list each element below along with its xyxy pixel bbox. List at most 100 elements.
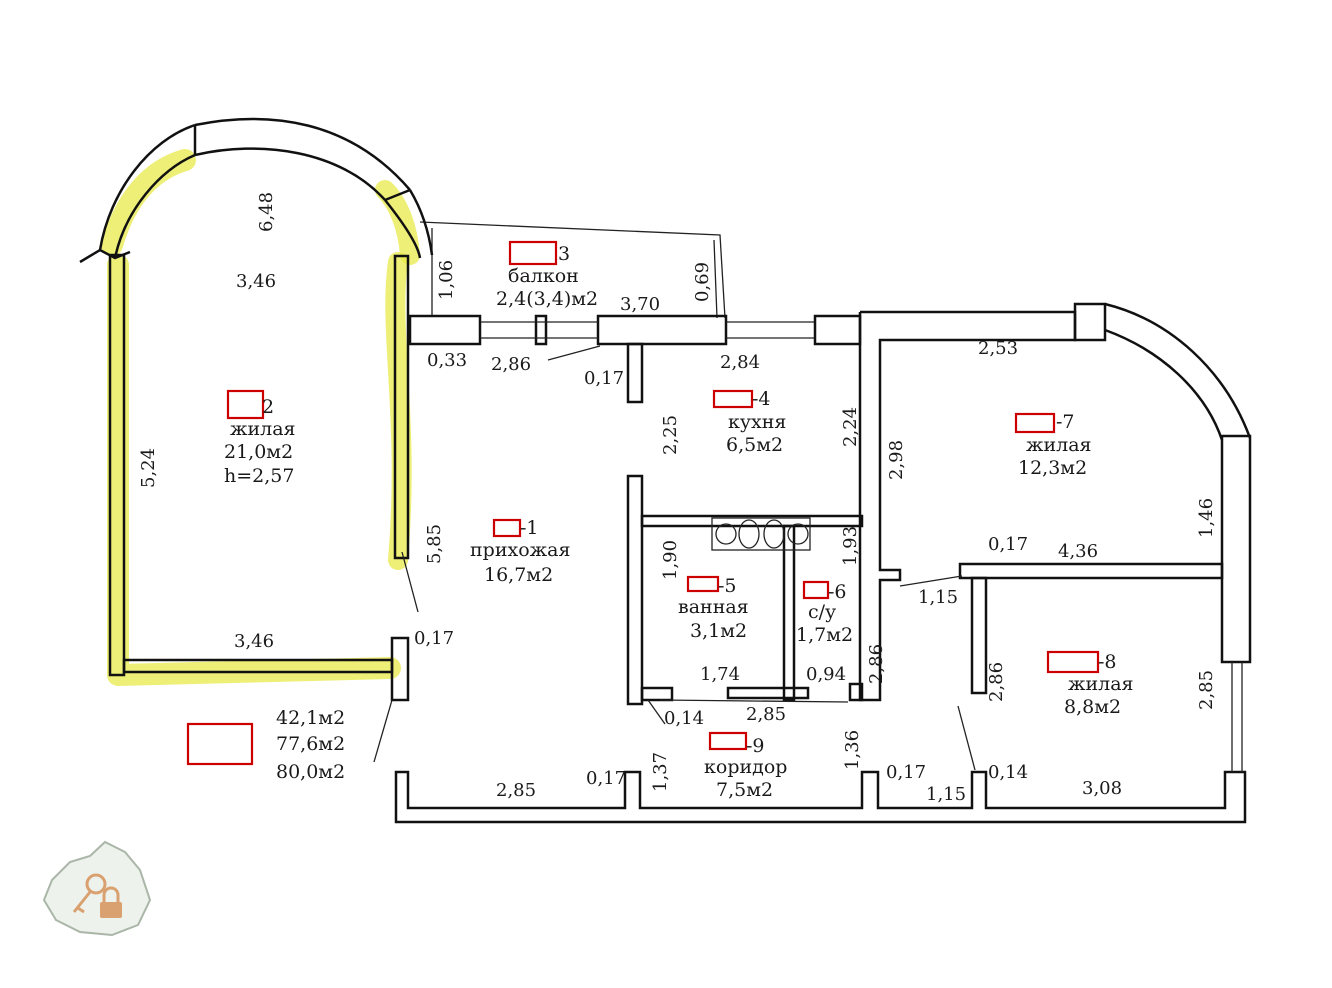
redaction-marker: [226, 389, 265, 420]
svg-text:0,17: 0,17: [584, 368, 624, 389]
svg-text:1,06: 1,06: [436, 260, 457, 300]
svg-text:прихожая: прихожая: [470, 539, 570, 561]
room-7-label: -7 жилая 12,3м2: [1018, 411, 1092, 479]
svg-text:-1: -1: [520, 517, 539, 539]
svg-text:2,85: 2,85: [496, 780, 536, 801]
svg-text:0,14: 0,14: [988, 762, 1028, 783]
redaction-markers: [186, 240, 1100, 766]
svg-text:0,17: 0,17: [988, 534, 1028, 555]
svg-text:0,14: 0,14: [664, 708, 704, 729]
room-3-label: 3 балкон 2,4(3,4)м2: [496, 243, 598, 310]
svg-text:1,7м2: 1,7м2: [796, 624, 853, 646]
svg-text:0,17: 0,17: [586, 768, 626, 789]
svg-text:-7: -7: [1056, 411, 1075, 433]
svg-text:жилая: жилая: [1026, 434, 1092, 456]
svg-text:2,53: 2,53: [978, 338, 1018, 359]
room-5-label: -5 ванная 3,1м2: [678, 575, 749, 642]
svg-text:12,3м2: 12,3м2: [1018, 457, 1087, 479]
svg-text:21,0м2: 21,0м2: [224, 441, 293, 463]
svg-text:0,94: 0,94: [806, 664, 846, 685]
svg-text:2,86: 2,86: [986, 662, 1007, 702]
redaction-marker: [712, 389, 754, 409]
key-icon: [72, 873, 107, 914]
svg-text:42,1м2: 42,1м2: [276, 707, 345, 729]
dimension-labels: 6,48 3,46 1,06 0,69 3,70 0,33 2,86 0,17 …: [138, 192, 1217, 805]
room-2-bay: [79, 117, 434, 264]
svg-text:2,98: 2,98: [886, 440, 907, 480]
room-6-label: -6 с/у 1,7м2: [796, 581, 853, 646]
belarus-map-logo-icon: [42, 840, 152, 937]
leader-lines: [373, 345, 976, 771]
svg-text:жилая: жилая: [230, 418, 296, 440]
svg-text:-4: -4: [752, 388, 771, 410]
svg-text:3,46: 3,46: [236, 271, 276, 292]
redaction-marker: [492, 518, 522, 538]
redaction-marker: [1046, 650, 1100, 674]
svg-text:1,93: 1,93: [840, 526, 861, 566]
svg-text:1,37: 1,37: [650, 752, 671, 792]
room-2-walls: [108, 253, 410, 702]
svg-text:6,48: 6,48: [256, 192, 277, 232]
svg-text:8,8м2: 8,8м2: [1064, 696, 1121, 718]
svg-text:3,70: 3,70: [620, 294, 660, 315]
redaction-marker: [708, 731, 748, 751]
svg-text:2,25: 2,25: [660, 415, 681, 455]
svg-text:77,6м2: 77,6м2: [276, 733, 345, 755]
svg-text:2: 2: [262, 396, 274, 418]
svg-text:2,85: 2,85: [1196, 670, 1217, 710]
svg-text:2,85: 2,85: [746, 704, 786, 725]
svg-text:3,08: 3,08: [1082, 778, 1122, 799]
room-8-label: -8 жилая 8,8м2: [1064, 651, 1134, 718]
svg-text:2,86: 2,86: [866, 644, 887, 684]
svg-text:3: 3: [558, 243, 570, 265]
area-totals: 42,1м2 77,6м2 80,0м2: [276, 707, 345, 783]
svg-text:1,74: 1,74: [700, 664, 740, 685]
svg-text:с/у: с/у: [808, 601, 836, 623]
svg-text:h=2,57: h=2,57: [224, 465, 294, 487]
redaction-marker: [686, 575, 720, 593]
svg-text:кухня: кухня: [728, 411, 786, 433]
svg-text:0,17: 0,17: [886, 762, 926, 783]
svg-text:5,24: 5,24: [138, 448, 159, 488]
svg-text:80,0м2: 80,0м2: [276, 761, 345, 783]
room-2-label: 2 жилая 21,0м2 h=2,57: [224, 396, 296, 487]
svg-text:3,46: 3,46: [234, 631, 274, 652]
svg-text:1,15: 1,15: [926, 784, 966, 805]
svg-text:2,86: 2,86: [491, 354, 531, 375]
svg-text:16,7м2: 16,7м2: [484, 564, 553, 586]
svg-text:4,36: 4,36: [1058, 541, 1098, 562]
svg-text:0,17: 0,17: [414, 628, 454, 649]
redaction-marker: [508, 240, 558, 266]
room-4-label: -4 кухня 6,5м2: [726, 388, 786, 456]
balcony-outline: [419, 221, 726, 319]
svg-text:0,33: 0,33: [427, 350, 467, 371]
svg-text:7,5м2: 7,5м2: [716, 779, 773, 801]
svg-text:5,85: 5,85: [424, 524, 445, 564]
bathroom-fixture-icon: [711, 517, 811, 551]
svg-text:1,90: 1,90: [660, 540, 681, 580]
svg-text:-8: -8: [1098, 651, 1117, 673]
svg-text:балкон: балкон: [508, 265, 579, 287]
room-9-label: -9 коридор 7,5м2: [704, 735, 787, 801]
svg-text:1,46: 1,46: [1196, 498, 1217, 538]
redaction-marker: [802, 580, 830, 600]
room-1-label: -1 прихожая 16,7м2: [470, 517, 570, 586]
svg-text:3,1м2: 3,1м2: [690, 620, 747, 642]
svg-text:1,36: 1,36: [842, 730, 863, 770]
svg-text:1,15: 1,15: [918, 587, 958, 608]
apartment-walls: [394, 302, 1252, 824]
svg-text:-6: -6: [828, 581, 847, 603]
redaction-marker: [186, 722, 254, 766]
svg-text:жилая: жилая: [1068, 673, 1134, 695]
svg-text:ванная: ванная: [678, 596, 749, 618]
padlock-icon: [100, 886, 122, 918]
redaction-marker: [1014, 412, 1056, 434]
svg-text:2,4(3,4)м2: 2,4(3,4)м2: [496, 288, 598, 310]
svg-text:коридор: коридор: [704, 756, 787, 778]
svg-text:-5: -5: [718, 575, 737, 597]
svg-text:-9: -9: [746, 735, 765, 757]
svg-text:6,5м2: 6,5м2: [726, 434, 783, 456]
svg-text:2,24: 2,24: [840, 407, 861, 447]
svg-text:2,84: 2,84: [720, 352, 760, 373]
